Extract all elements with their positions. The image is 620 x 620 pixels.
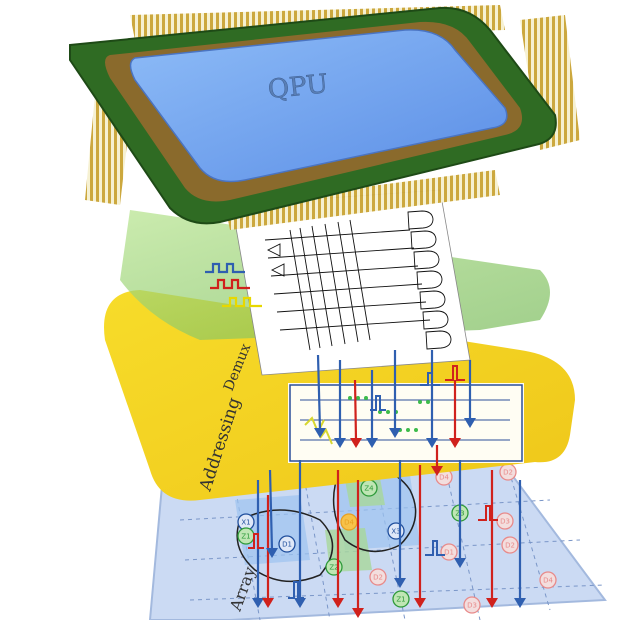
signal-arrowheads xyxy=(252,418,526,618)
qubit-node: X3 xyxy=(387,522,405,540)
qubit-node: D1 xyxy=(278,535,296,553)
qubit-node: D2 xyxy=(499,463,517,481)
addressing-circuit-panel xyxy=(288,383,524,463)
qubit-node: D2 xyxy=(501,536,519,554)
qubit-node: Z1 xyxy=(392,590,410,608)
qubit-node: Z2 xyxy=(325,558,343,576)
qubit-node: D4 xyxy=(340,513,358,531)
qubit-label: D1 xyxy=(282,541,292,549)
qubit-label: D3 xyxy=(467,602,477,610)
demux-layer: Demux xyxy=(120,189,550,393)
qpu-chip: QPU xyxy=(69,5,580,230)
qubit-node: X1 xyxy=(237,513,255,531)
qubit-node: D3 xyxy=(463,596,481,614)
chip-die xyxy=(129,29,508,183)
input-waveforms xyxy=(205,262,262,308)
qubit-label: D3 xyxy=(500,518,510,526)
qubit-node: D3 xyxy=(496,512,514,530)
signal-arrows xyxy=(256,350,522,612)
qubit-label: D4 xyxy=(439,474,449,482)
qubit-node: Z4 xyxy=(360,479,378,497)
qubit-node: D4 xyxy=(539,571,557,589)
qubit-node: D2 xyxy=(369,568,387,586)
qubit-label: D2 xyxy=(503,469,513,477)
qubit-label: X1 xyxy=(241,519,250,527)
chip-pins-bottom xyxy=(225,170,500,230)
qubit-label: X3 xyxy=(391,528,400,536)
pulse-glyphs xyxy=(248,365,498,599)
qubit-node: Z1 xyxy=(237,527,255,545)
qubit-label: D2 xyxy=(373,574,383,582)
qubit-label: D1 xyxy=(444,549,454,557)
qubit-label: Z2 xyxy=(329,564,338,572)
qubit-node: D1 xyxy=(440,543,458,561)
qubit-label: Z1 xyxy=(396,596,405,604)
demux-logic-gates xyxy=(264,210,452,351)
qubit-label: D4 xyxy=(344,519,354,527)
qubit-label: Z4 xyxy=(364,485,374,493)
chip-label: QPU xyxy=(267,69,330,105)
qubit-label: D4 xyxy=(543,577,553,585)
qubit-label: D2 xyxy=(505,542,515,550)
qubit-label: Z1 xyxy=(241,533,250,541)
